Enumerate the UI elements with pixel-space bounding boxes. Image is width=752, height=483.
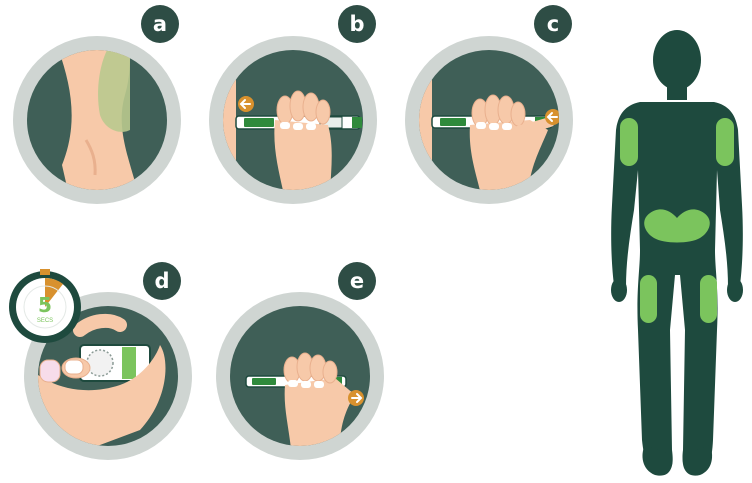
site-right-thigh: [700, 275, 717, 323]
step-b-badge: b: [338, 5, 376, 43]
site-right-upper-arm: [716, 118, 734, 166]
step-a-badge: a: [141, 5, 179, 43]
step-a-panel: a: [13, 5, 181, 204]
site-left-upper-arm: [620, 118, 638, 166]
arrow-left-icon: [238, 96, 254, 112]
step-e-panel: e: [216, 262, 384, 460]
step-a-label: a: [153, 12, 167, 36]
step-d-label: d: [154, 269, 169, 293]
step-c-badge: c: [534, 5, 572, 43]
step-d-badge: d: [143, 262, 181, 300]
arrow-right-icon: [348, 390, 364, 406]
stopwatch-icon: 5 SECS: [9, 269, 81, 343]
site-left-thigh: [640, 275, 657, 323]
step-e-badge: e: [338, 262, 376, 300]
step-c-label: c: [547, 12, 559, 36]
timer-number: 5: [38, 293, 52, 317]
step-c-panel: c: [405, 5, 573, 204]
step-b-panel: b: [209, 5, 377, 204]
body-silhouette: [611, 30, 743, 476]
step-b-label: b: [349, 12, 364, 36]
step-e-label: e: [350, 269, 364, 293]
step-d-panel: 5 SECS d: [9, 262, 192, 460]
timer-unit: SECS: [37, 318, 53, 324]
